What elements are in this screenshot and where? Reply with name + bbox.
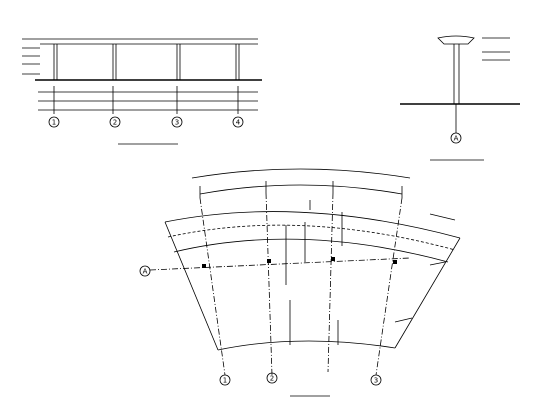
detail-canopy bbox=[437, 35, 475, 45]
plan-inner-arc bbox=[217, 340, 396, 351]
plan-beam-outer bbox=[164, 211, 461, 239]
corridor-elevation: 1 2 3 4 bbox=[22, 38, 262, 145]
elevation-axis-label-2: 2 bbox=[113, 119, 117, 127]
plan-beam-centerline bbox=[167, 224, 456, 251]
plan-right-edge bbox=[394, 237, 461, 349]
corridor-plan: A 1 2 3 bbox=[139, 168, 461, 397]
plan-axis-label-1: 1 bbox=[223, 377, 227, 385]
plan-axis-bubbles bbox=[219, 372, 382, 386]
elevation-axis-label-4: 4 bbox=[236, 119, 241, 127]
plan-row-axis bbox=[149, 257, 411, 271]
column-detail: A bbox=[400, 35, 520, 161]
plan-radial-axes bbox=[199, 192, 403, 376]
elevation-axis-label-1: 1 bbox=[52, 119, 56, 127]
detail-axis-label: A bbox=[454, 135, 459, 143]
elevation-level-marks bbox=[22, 38, 40, 75]
elevation-columns bbox=[53, 44, 240, 80]
elevation-axis-bubbles bbox=[48, 116, 244, 128]
plan-leaders bbox=[394, 213, 456, 323]
elevation-axis-label-3: 3 bbox=[175, 119, 179, 127]
plan-row-axis-label: A bbox=[143, 268, 148, 276]
detail-level-marks bbox=[482, 37, 510, 61]
plan-row-axis-bubble bbox=[139, 265, 151, 277]
plan-top-dimension bbox=[191, 168, 411, 179]
plan-columns bbox=[202, 257, 397, 268]
plan-dimension-ticks bbox=[285, 200, 343, 345]
plan-axis-label-2: 2 bbox=[270, 375, 274, 383]
detail-axis-bubble bbox=[450, 132, 462, 144]
plan-left-edge bbox=[164, 221, 219, 351]
plan-segment-dimension bbox=[199, 184, 403, 195]
plan-axis-label-3: 3 bbox=[374, 377, 378, 385]
elevation-dimension-lines bbox=[38, 86, 258, 114]
plan-beam-inner bbox=[173, 238, 449, 263]
